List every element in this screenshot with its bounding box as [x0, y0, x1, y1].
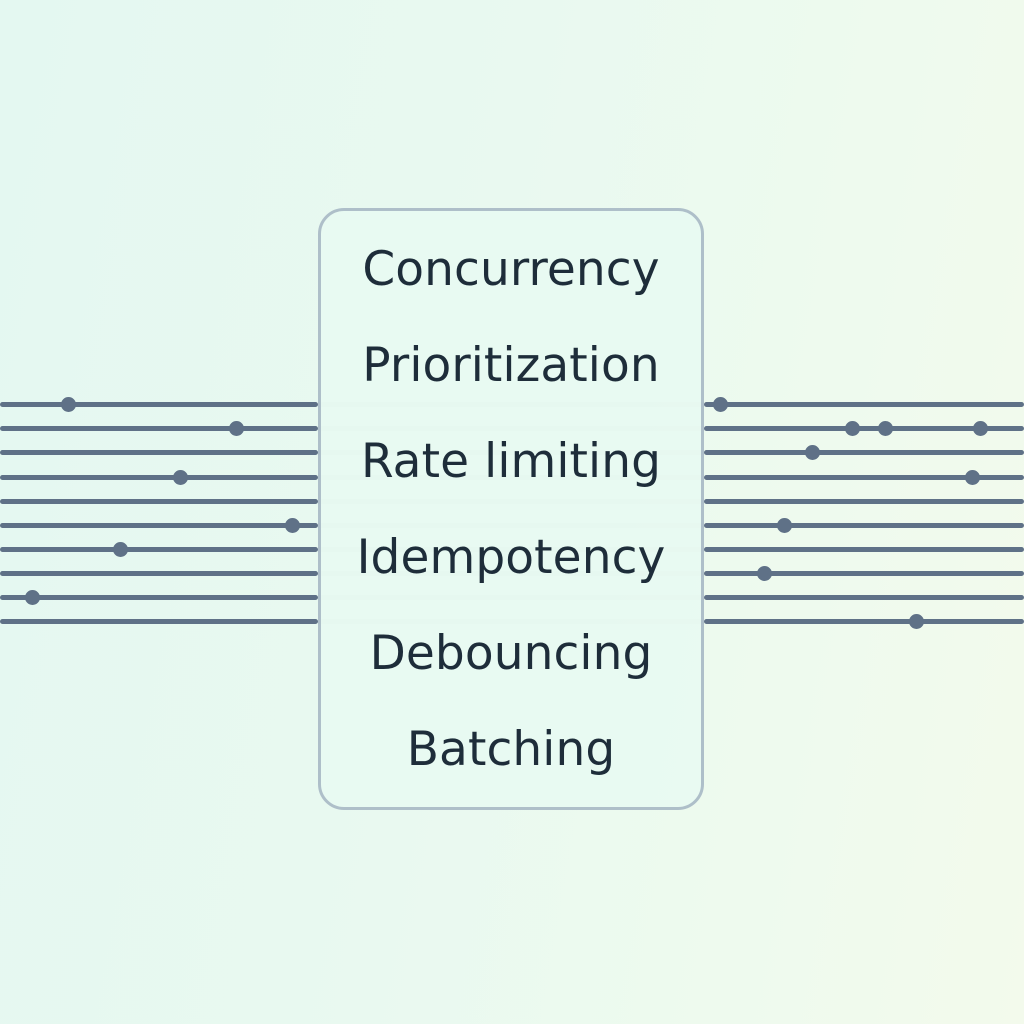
rail-dot-right-1-1 — [712, 396, 728, 412]
rail-line-left-1 — [0, 401, 318, 407]
rail-dot-right-2-1 — [844, 420, 860, 436]
rail-dot-left-4-1 — [172, 469, 188, 485]
rail-dot-right-3-1 — [804, 444, 820, 460]
rail-dot-right-10-1 — [908, 613, 924, 629]
rail-dot-left-1-1 — [60, 396, 76, 412]
rail-dot-right-2-3 — [972, 420, 988, 436]
rail-line-right-10 — [704, 618, 1024, 624]
rail-dot-left-6-1 — [284, 517, 300, 533]
rail-line-left-2 — [0, 425, 318, 431]
rail-line-left-8 — [0, 570, 318, 576]
rail-line-left-9 — [0, 594, 318, 600]
rail-line-left-10 — [0, 618, 318, 624]
rail-line-left-5 — [0, 498, 318, 504]
rail-line-right-4 — [704, 474, 1024, 480]
rail-line-left-6 — [0, 522, 318, 528]
rail-line-right-3 — [704, 449, 1024, 455]
rail-dot-right-6-1 — [776, 517, 792, 533]
rail-line-left-7 — [0, 546, 318, 552]
concept-item-rate-limiting: Rate limiting — [360, 433, 662, 489]
rail-line-right-9 — [704, 594, 1024, 600]
rail-dot-left-7-1 — [112, 541, 128, 557]
rail-dot-left-9-1 — [24, 589, 40, 605]
concept-item-idempotency: Idempotency — [356, 529, 666, 585]
concepts-card: Concurrency Prioritization Rate limiting… — [318, 208, 704, 810]
rail-dot-right-2-2 — [877, 420, 893, 436]
rail-line-left-3 — [0, 449, 318, 455]
rail-dot-left-2-1 — [228, 420, 244, 436]
rail-line-right-8 — [704, 570, 1024, 576]
rail-line-left-4 — [0, 474, 318, 480]
rail-line-right-5 — [704, 498, 1024, 504]
rail-dot-right-4-1 — [964, 469, 980, 485]
rail-line-right-2 — [704, 425, 1024, 431]
concept-item-debouncing: Debouncing — [369, 625, 653, 681]
concept-item-batching: Batching — [406, 721, 616, 777]
rail-dot-right-8-1 — [756, 565, 772, 581]
rail-line-right-6 — [704, 522, 1024, 528]
rail-line-right-7 — [704, 546, 1024, 552]
concept-item-prioritization: Prioritization — [362, 337, 660, 393]
rail-line-right-1 — [704, 401, 1024, 407]
concept-item-concurrency: Concurrency — [362, 241, 660, 297]
